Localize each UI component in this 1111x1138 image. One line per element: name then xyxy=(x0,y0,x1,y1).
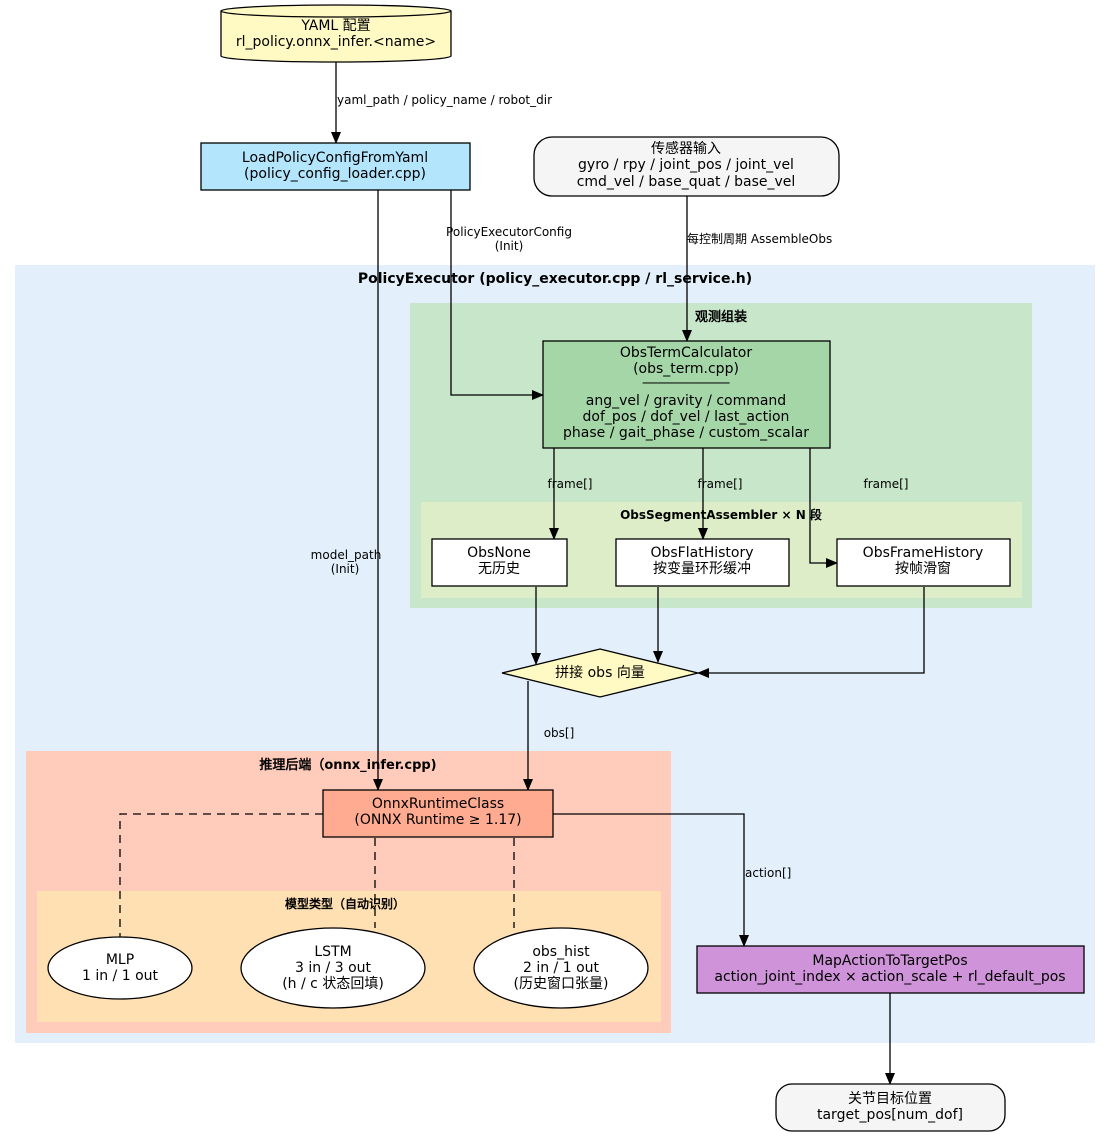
obs-hist-model-node: obs_hist 2 in / 1 out (历史窗口张量) xyxy=(473,927,649,1009)
sensor-input-title: 传感器输入 xyxy=(651,140,721,157)
edge-label-action: action[] xyxy=(745,866,791,880)
obs-hist-model-io: 2 in / 1 out xyxy=(523,960,600,976)
obs-term-terms-3: phase / gait_phase / custom_scalar xyxy=(563,425,809,441)
obs-flat-history-name: ObsFlatHistory xyxy=(650,545,753,561)
lstm-model-io: 3 in / 3 out xyxy=(295,960,372,976)
policy-executor-title: PolicyExecutor (policy_executor.cpp / rl… xyxy=(358,271,752,287)
edge-label-sensor: 每控制周期 AssembleObs xyxy=(687,231,832,246)
obs-term-file: (obs_term.cpp) xyxy=(633,361,739,377)
mlp-model-node: MLP 1 in / 1 out xyxy=(47,936,193,1000)
edge-label-config: PolicyExecutorConfig xyxy=(446,225,572,239)
obs-flat-history-desc: 按变量环形缓冲 xyxy=(653,561,751,577)
load-policy-config-node: LoadPolicyConfigFromYaml (policy_config_… xyxy=(200,142,471,191)
lstm-model-name: LSTM xyxy=(314,944,351,960)
mlp-model-io: 1 in / 1 out xyxy=(82,968,159,984)
edge-label-frame-2: frame[] xyxy=(698,477,743,491)
target-position-node: 关节目标位置 target_pos[num_dof] xyxy=(775,1083,1006,1132)
yaml-config-label: YAML 配置 xyxy=(300,18,370,34)
onnx-runtime-node: OnnxRuntimeClass (ONNX Runtime ≥ 1.17) xyxy=(322,789,554,838)
map-action-formula: action_joint_index × action_scale + rl_d… xyxy=(714,969,1065,985)
map-action-node: MapActionToTargetPos action_joint_index … xyxy=(696,945,1085,994)
obs-hist-model-name: obs_hist xyxy=(532,944,590,960)
target-position-title: 关节目标位置 xyxy=(848,1091,932,1107)
mlp-model-name: MLP xyxy=(106,952,134,968)
sensor-input-line3: cmd_vel / base_quat / base_vel xyxy=(577,174,796,190)
lstm-model-node: LSTM 3 in / 3 out (h / c 状态回填) xyxy=(240,927,426,1009)
obs-term-calculator-node: ObsTermCalculator (obs_term.cpp) ───────… xyxy=(542,340,831,449)
obs-assembly-title: 观测组装 xyxy=(695,309,747,325)
obs-hist-model-note: (历史窗口张量) xyxy=(514,975,609,992)
sensor-input-node: 传感器输入 gyro / rpy / joint_pos / joint_vel… xyxy=(533,136,840,197)
onnx-runtime-name: OnnxRuntimeClass xyxy=(372,796,504,812)
edge-onnx-to-mapaction xyxy=(553,813,749,947)
dashed-onnx-to-mlp xyxy=(119,813,323,938)
edge-load-to-obsterm xyxy=(450,190,544,400)
model-types-title: 模型类型（自动识别） xyxy=(285,896,405,911)
map-action-name: MapActionToTargetPos xyxy=(812,953,967,969)
edge-obsterm-to-framehist xyxy=(809,448,838,568)
edge-label-model-path-init: (Init) xyxy=(331,562,360,576)
load-policy-config-name: LoadPolicyConfigFromYaml xyxy=(242,150,428,166)
yaml-config-node: YAML 配置 rl_policy.onnx_infer.<name> xyxy=(220,4,452,63)
edge-framehist-to-concat xyxy=(697,587,925,678)
obs-frame-history-name: ObsFrameHistory xyxy=(863,545,984,561)
concat-obs-label: 拼接 obs 向量 xyxy=(555,664,645,681)
yaml-config-key: rl_policy.onnx_infer.<name> xyxy=(236,34,436,50)
onnx-runtime-version: (ONNX Runtime ≥ 1.17) xyxy=(354,812,521,828)
inference-backend-title: 推理后端（onnx_infer.cpp) xyxy=(259,757,436,773)
segment-assembler-title: ObsSegmentAssembler × N 段 xyxy=(620,507,823,522)
obs-term-terms-1: ang_vel / gravity / command xyxy=(586,393,786,409)
edge-label-config-init: (Init) xyxy=(495,239,524,253)
lstm-model-note: (h / c 状态回填) xyxy=(282,976,384,992)
obs-none-node: ObsNone 无历史 xyxy=(431,538,568,587)
target-position-var: target_pos[num_dof] xyxy=(817,1107,963,1123)
load-policy-config-file: (policy_config_loader.cpp) xyxy=(244,166,426,182)
obs-none-name: ObsNone xyxy=(467,545,531,561)
sensor-input-line2: gyro / rpy / joint_pos / joint_vel xyxy=(578,157,794,173)
edge-label-yaml-to-load: yaml_path / policy_name / robot_dir xyxy=(337,93,552,107)
obs-term-terms-2: dof_pos / dof_vel / last_action xyxy=(583,409,790,425)
edge-label-frame-1: frame[] xyxy=(548,477,593,491)
obs-term-name: ObsTermCalculator xyxy=(620,345,752,361)
obs-flat-history-node: ObsFlatHistory 按变量环形缓冲 xyxy=(615,538,790,587)
edge-label-frame-3: frame[] xyxy=(864,477,909,491)
edge-label-obs: obs[] xyxy=(544,726,575,740)
obs-frame-history-node: ObsFrameHistory 按帧滑窗 xyxy=(836,538,1011,587)
obs-none-desc: 无历史 xyxy=(478,561,520,577)
obs-frame-history-desc: 按帧滑窗 xyxy=(895,560,951,577)
edge-label-model-path: model_path xyxy=(311,548,382,562)
concat-obs-node: 拼接 obs 向量 xyxy=(501,648,699,698)
obs-term-separator: ──────────── xyxy=(642,376,730,390)
